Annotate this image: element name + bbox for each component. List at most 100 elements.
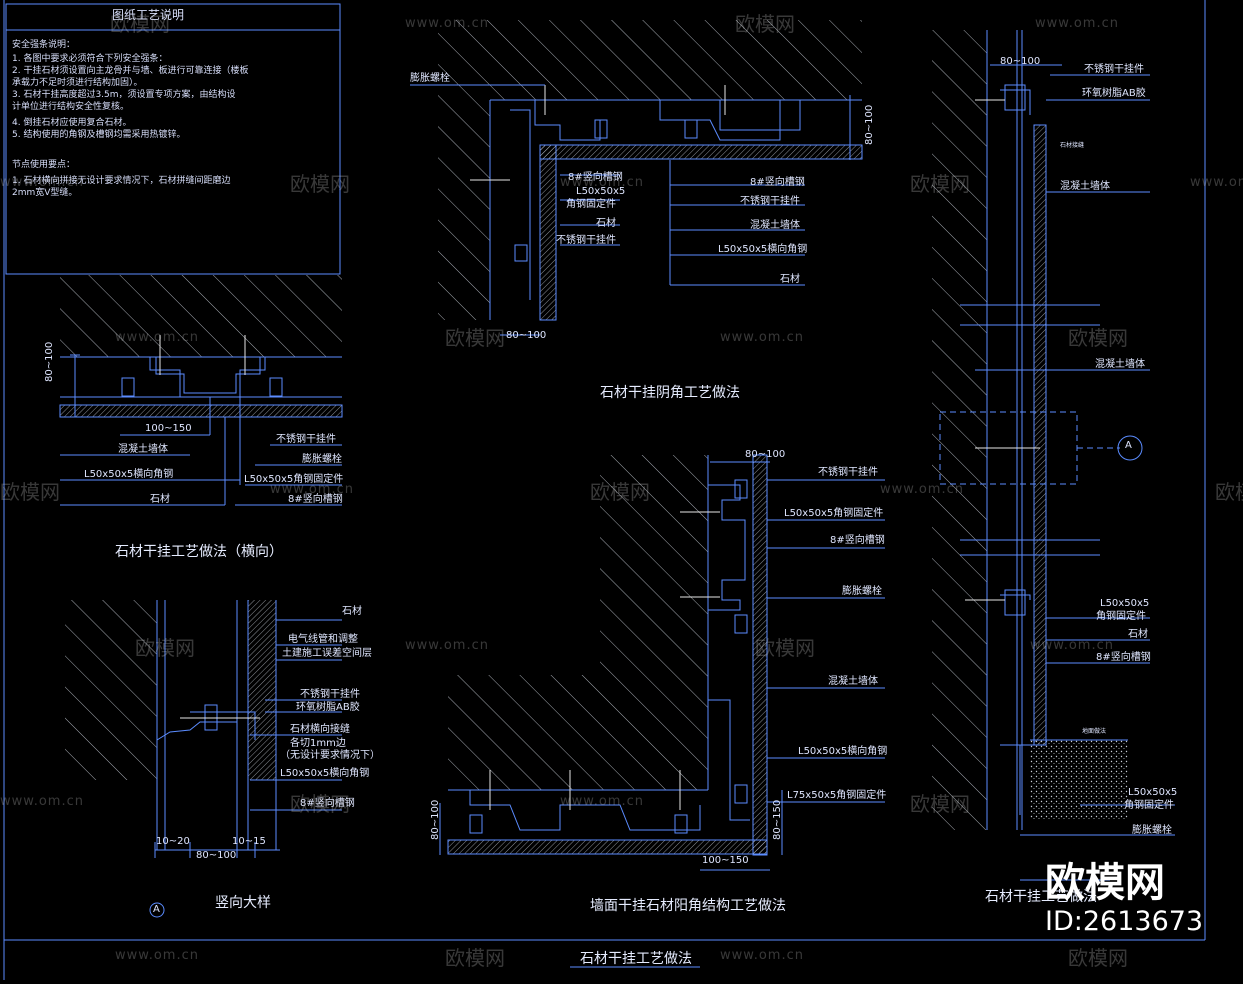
watermark-text: www.om.cn	[115, 948, 199, 963]
callout-label: 不锈钢干挂件	[276, 434, 336, 445]
watermark-text: www.om.cn	[1190, 175, 1243, 190]
dimension-label: 100~150	[145, 423, 192, 434]
watermark-text: www.om.cn	[880, 482, 964, 497]
vertical-detail-view	[65, 600, 342, 918]
dimension-label: 80~150	[772, 799, 783, 840]
callout-label: L50x50x5	[1128, 787, 1178, 798]
outer-corner-view	[439, 454, 885, 871]
watermark-text: 欧模网	[1068, 946, 1128, 970]
callout-label: 不锈钢干挂件	[1084, 64, 1144, 75]
dimension-label: 80~100	[430, 799, 441, 840]
watermark-text: www.om.cn	[1035, 16, 1119, 31]
watermark-text: www.om.cn	[560, 794, 644, 809]
callout-label: 混凝土墙体	[828, 676, 878, 687]
watermark-text: www.om.cn	[115, 330, 199, 345]
callout-label: 石材	[1128, 629, 1148, 640]
watermark-text: 欧模网	[0, 480, 60, 504]
safety-item: 3. 石材干挂高度超过3.5m，须设置专项方案，由结构设	[12, 90, 236, 100]
view-title: 石材干挂工艺做法（横向）	[115, 544, 283, 560]
callout-label: L50x50x5	[1100, 598, 1150, 609]
node-item: 2mm宽V型缝。	[12, 188, 78, 198]
callout-label: 不锈钢干挂件	[556, 235, 616, 246]
dimension-label: 80~100	[864, 104, 875, 145]
horizontal-view	[59, 275, 343, 506]
callout-label: L75x50x5角钢固定件	[787, 790, 887, 801]
safety-item: 5. 结构使用的角钢及槽钢均需采用热镀锌。	[12, 130, 186, 140]
callout-label: 地面做法	[1082, 728, 1107, 735]
safety-heading: 安全强条说明：	[12, 40, 76, 50]
brand-logo-text: 欧模网	[1045, 860, 1165, 906]
view-title: 墙面干挂石材阳角结构工艺做法	[590, 898, 786, 914]
callout-label: 8#竖向槽钢	[830, 535, 885, 546]
callout-label: 膨胀螺栓	[410, 73, 450, 84]
watermark-text: 欧模网	[290, 172, 350, 196]
section-marker: A	[153, 904, 160, 915]
callout-label: 混凝土墙体	[750, 220, 800, 231]
callout-label: 不锈钢干挂件	[740, 196, 800, 207]
brand-id: ID:2613673	[1045, 906, 1204, 937]
callout-label: 不锈钢干挂件	[300, 689, 360, 700]
node-heading: 节点使用要点：	[12, 160, 76, 170]
watermark-text: 欧模网	[1068, 326, 1128, 350]
callout-label: 8#竖向槽钢	[568, 172, 623, 183]
watermark-text: www.om.cn	[0, 175, 84, 190]
watermark-text: www.om.cn	[405, 16, 489, 31]
safety-item: 1. 各图中要求必须符合下列安全强条：	[12, 54, 168, 64]
callout-label: 土建施工误差空间层	[282, 648, 372, 659]
callout-label: 石材横向接缝	[290, 724, 350, 735]
watermark-text: 欧模网	[445, 326, 505, 350]
safety-item: 4. 倒挂石材应使用复合石材。	[12, 118, 132, 128]
watermark-text: www.om.cn	[560, 175, 644, 190]
dimension-label: 100~150	[702, 855, 749, 866]
dimension-label: 80~100	[1000, 56, 1041, 67]
callout-label: 环氧树脂AB胶	[296, 702, 360, 713]
section-marker: A	[1125, 440, 1132, 451]
dimension-label: 80~100	[44, 341, 55, 382]
dimension-label: 80~100	[745, 449, 786, 460]
watermark-text: www.om.cn	[720, 330, 804, 345]
safety-item: 2. 干挂石材须设置向主龙骨并与墙、板进行可靠连接（楼板	[12, 66, 249, 76]
callout-label: 环氧树脂AB胶	[1082, 88, 1146, 99]
callout-label: 混凝土墙体	[1095, 359, 1145, 370]
callout-label: 不锈钢干挂件	[818, 467, 878, 478]
callout-label: 角钢固定件	[1096, 611, 1146, 622]
watermark-text: www.om.cn	[0, 794, 84, 809]
callout-label: 混凝土墙体	[1060, 181, 1110, 192]
safety-item: 承载力不足时须进行结构加固）。	[12, 78, 143, 88]
sheet-frame	[3, 0, 1206, 980]
callout-label: 电气线管和调整	[288, 634, 358, 645]
callout-label: 石材	[342, 606, 362, 617]
callout-label: 8#竖向槽钢	[750, 177, 805, 188]
watermark-text: 欧模网	[290, 792, 350, 816]
callout-label: 8#竖向槽钢	[1096, 652, 1151, 663]
watermark-text: www.om.cn	[720, 948, 804, 963]
callout-label: L50x50x5	[576, 186, 626, 197]
watermark-text: 欧模网	[1215, 480, 1243, 504]
watermark-text: 欧模网	[135, 636, 195, 660]
view-title: 竖向大样	[215, 895, 271, 911]
right-section-view	[932, 30, 1175, 881]
callout-label: （无设计要求情况下）	[280, 750, 380, 761]
callout-label: 角钢固定件	[566, 199, 616, 210]
watermark-text: 欧模网	[590, 480, 650, 504]
dimension-label: 80~100	[196, 850, 237, 861]
callout-label: 膨胀螺栓	[302, 454, 342, 465]
callout-label: 8#竖向槽钢	[288, 494, 343, 505]
callout-label: 石材	[596, 218, 616, 229]
watermark-text: www.om.cn	[270, 482, 354, 497]
notes-box	[5, 3, 341, 275]
watermark-text: 欧模网	[110, 12, 170, 36]
callout-label: L50x50x5角钢固定件	[244, 474, 344, 485]
node-item: 1. 石材横向拼接无设计要求情况下，石材拼缝间距磨边	[12, 176, 231, 186]
callout-label: 膨胀螺栓	[842, 586, 882, 597]
dimension-label: 10~20	[156, 836, 190, 847]
view-title: 石材干挂工艺做法	[985, 889, 1097, 905]
watermark-text: 欧模网	[735, 12, 795, 36]
watermark-text: 欧模网	[755, 636, 815, 660]
safety-item: 计单位进行结构安全性复核。	[12, 102, 130, 112]
callout-label: 角钢固定件	[1124, 800, 1174, 811]
watermark-text: 欧模网	[910, 172, 970, 196]
watermark-text: 欧模网	[910, 792, 970, 816]
